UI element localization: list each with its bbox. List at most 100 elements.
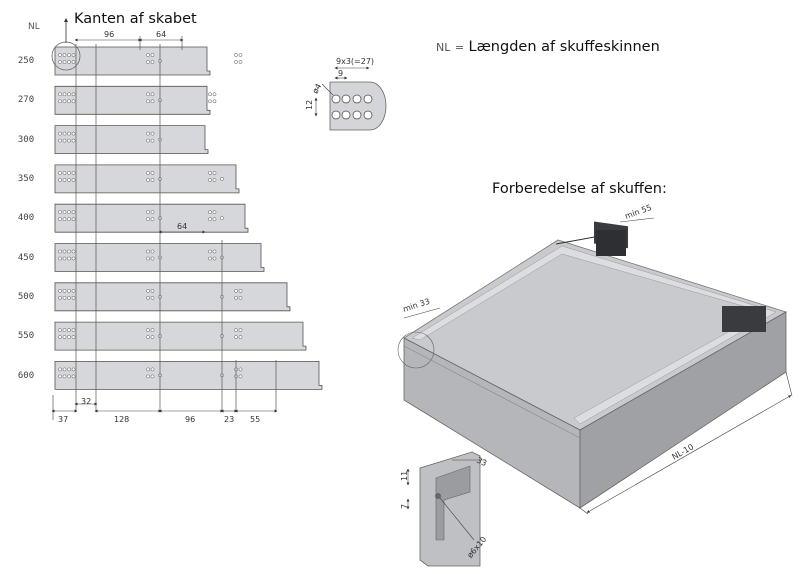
rail-hole <box>67 374 71 379</box>
rail-600 <box>54 361 323 390</box>
rail-hole <box>150 249 155 254</box>
rail-hole <box>150 288 155 293</box>
rail-hole <box>62 178 67 182</box>
rail-hole <box>58 288 62 293</box>
rail-hole <box>150 210 155 215</box>
rail-hole <box>62 131 67 136</box>
rail-hole <box>208 249 212 254</box>
rail-hole <box>208 178 212 182</box>
rail-hole <box>71 171 76 175</box>
dim-128: 128 <box>114 415 129 424</box>
rail-hole <box>146 335 150 339</box>
rail-hole <box>146 99 150 104</box>
rail-hole <box>150 217 155 222</box>
rail-hole <box>58 60 62 64</box>
dim-11: 11 <box>400 471 409 481</box>
rail-hole <box>150 367 155 372</box>
rail-hole <box>62 295 67 300</box>
rail-hole <box>238 53 243 57</box>
rail-hole <box>58 217 62 222</box>
legend: NL = Længden af skuffeskinnen <box>436 38 660 56</box>
rail-hole <box>71 92 76 97</box>
rail-hole <box>212 92 217 97</box>
rail-hole <box>234 288 238 293</box>
rail-hole <box>67 171 71 175</box>
rail-hole <box>58 53 62 57</box>
rail-hole <box>238 335 243 339</box>
rail-hole <box>67 60 71 64</box>
legend-equals: = <box>454 41 465 54</box>
nl-label: 600 <box>17 371 35 381</box>
hole-pattern-detail <box>314 66 387 131</box>
rail-hole <box>150 99 155 104</box>
rail-hole <box>146 178 150 182</box>
rail-hole <box>146 374 150 379</box>
rail-hole <box>71 295 76 300</box>
rail-hole <box>62 171 67 175</box>
rail-hole <box>234 335 238 339</box>
rail-hole <box>212 210 217 215</box>
rail-hole <box>238 60 243 64</box>
rail-hole <box>62 328 67 332</box>
rail-hole <box>67 335 71 339</box>
rail-hole <box>234 60 238 64</box>
rail-hole <box>62 138 67 143</box>
rail-hole <box>238 288 243 293</box>
rail-hole <box>238 367 243 372</box>
dim-96-bottom: 96 <box>185 415 195 424</box>
rail-hole <box>208 217 212 222</box>
rail-hole <box>58 367 62 372</box>
rail-hole <box>67 295 71 300</box>
drawer-dimensions <box>397 217 793 515</box>
cabinet-edge-label: Kanten af skabet <box>74 11 197 27</box>
nl-label: 450 <box>17 253 35 263</box>
rail-hole <box>71 367 76 372</box>
rail-hole <box>234 53 238 57</box>
rail-hole <box>150 131 155 136</box>
rail-hole <box>146 249 150 254</box>
rail-hole <box>212 171 217 175</box>
rail-hole <box>62 99 67 104</box>
rail-hole <box>71 288 76 293</box>
rail-hole <box>71 217 76 222</box>
rail-hole <box>146 171 150 175</box>
dim-64-top: 64 <box>156 30 166 39</box>
rail-hole <box>58 171 62 175</box>
rail-hole <box>238 295 243 300</box>
rail-hole <box>67 328 71 332</box>
rail-550 <box>54 321 307 351</box>
nl-column-header: NL <box>28 22 40 32</box>
rail-hole <box>58 328 62 332</box>
rail-hole <box>62 249 67 254</box>
rail-hole <box>208 171 212 175</box>
reference-lines <box>52 44 277 420</box>
rail-hole <box>220 216 224 221</box>
rail-hole <box>146 295 150 300</box>
rail-hole <box>212 178 217 182</box>
dim-37: 37 <box>58 415 68 424</box>
legend-key: NL <box>436 41 451 54</box>
rail-hole <box>71 328 76 332</box>
rail-hole <box>71 138 76 143</box>
nl-label: 300 <box>17 135 35 145</box>
rail-270 <box>54 85 211 115</box>
rail-hole <box>71 99 76 104</box>
rail-hole <box>238 328 243 332</box>
rail-hole <box>220 177 224 181</box>
rail-hole <box>67 256 71 261</box>
rail-hole <box>150 178 155 182</box>
rail-hole <box>146 217 150 222</box>
dim-pitch-9: 9 <box>338 69 343 78</box>
rail-hole <box>71 53 76 57</box>
dim-33: 33 <box>475 456 488 468</box>
rail-hole <box>150 374 155 379</box>
rail-hole <box>234 328 238 332</box>
legend-text: Længden af skuffeskinnen <box>468 39 660 55</box>
rail-hole <box>58 210 62 215</box>
rail-hole <box>238 374 243 379</box>
bottom-dimensions <box>51 402 278 413</box>
rail-hole <box>62 256 67 261</box>
rail-hole <box>62 60 67 64</box>
rail-hole <box>150 335 155 339</box>
